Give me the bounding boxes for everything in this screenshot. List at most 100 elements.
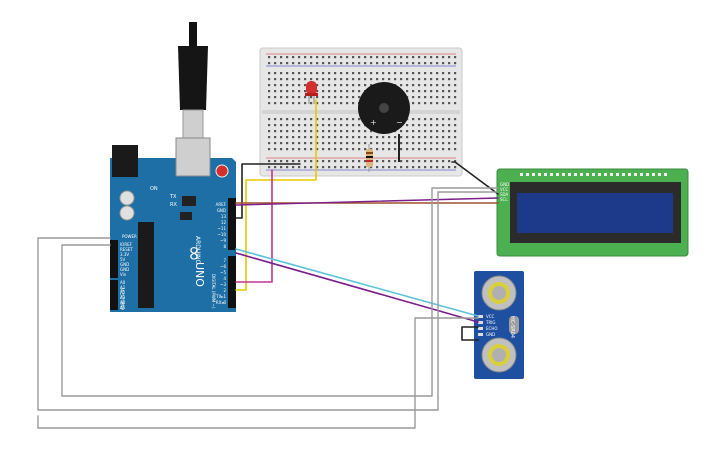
breadboard-hole	[352, 78, 355, 81]
breadboard-hole	[304, 102, 307, 105]
breadboard-hole	[310, 62, 313, 65]
pin-label: GND	[500, 182, 509, 187]
breadboard-hole	[304, 78, 307, 81]
breadboard-hole	[298, 62, 301, 65]
breadboard-hole	[436, 56, 439, 59]
arduino-reset-button[interactable]	[215, 164, 229, 178]
breadboard-hole	[274, 90, 277, 93]
lcd-pin-hole	[520, 173, 523, 176]
breadboard-hole	[412, 62, 415, 65]
breadboard-hole	[292, 72, 295, 75]
breadboard-hole	[280, 102, 283, 105]
breadboard-hole	[406, 124, 409, 127]
breadboard-hole	[268, 148, 271, 151]
arduino-usb-jack	[175, 137, 211, 177]
breadboard-hole	[436, 142, 439, 145]
arduino-rx-label: RX	[170, 202, 177, 208]
breadboard-hole	[280, 84, 283, 87]
breadboard-hole	[310, 96, 313, 99]
pin-label: GND	[486, 332, 495, 337]
breadboard-hole	[376, 136, 379, 139]
breadboard-hole	[304, 136, 307, 139]
breadboard-hole	[418, 62, 421, 65]
breadboard-hole	[364, 166, 367, 169]
breadboard-hole	[340, 118, 343, 121]
resistor[interactable]	[366, 144, 373, 172]
breadboard-hole	[304, 148, 307, 151]
breadboard-hole	[280, 90, 283, 93]
breadboard-hole	[322, 124, 325, 127]
piezo-buzzer[interactable]: + −	[358, 82, 410, 162]
breadboard-hole	[334, 142, 337, 145]
sensor-pin	[478, 333, 483, 336]
lcd-pin-hole	[556, 173, 559, 176]
breadboard-hole	[412, 78, 415, 81]
breadboard-hole	[274, 102, 277, 105]
breadboard-hole	[382, 148, 385, 151]
breadboard-hole	[418, 160, 421, 163]
breadboard-hole	[436, 148, 439, 151]
breadboard-hole	[430, 78, 433, 81]
breadboard-hole	[448, 90, 451, 93]
breadboard-hole	[448, 72, 451, 75]
breadboard-hole	[322, 118, 325, 121]
breadboard-hole	[310, 78, 313, 81]
breadboard-hole	[454, 84, 457, 87]
breadboard-hole	[268, 84, 271, 87]
breadboard-hole	[376, 148, 379, 151]
breadboard-hole	[304, 90, 307, 93]
breadboard-hole	[400, 130, 403, 133]
breadboard-hole	[382, 136, 385, 139]
breadboard-hole	[448, 118, 451, 121]
breadboard-hole	[412, 90, 415, 93]
lcd-pin-hole	[574, 173, 577, 176]
breadboard-hole	[304, 124, 307, 127]
breadboard-hole	[454, 136, 457, 139]
arduino-uno[interactable]: ∞ ARDUINO UNO TX RX ON POWER ANALOG IN D…	[110, 137, 236, 312]
breadboard-hole	[310, 160, 313, 163]
breadboard-hole	[328, 56, 331, 59]
breadboard-hole	[352, 84, 355, 87]
breadboard-hole	[418, 118, 421, 121]
pin-label: Vin	[120, 272, 127, 277]
breadboard-hole	[328, 72, 331, 75]
breadboard-hole	[286, 90, 289, 93]
pin-label: 13	[221, 214, 227, 219]
breadboard-hole	[448, 96, 451, 99]
breadboard-hole	[310, 102, 313, 105]
breadboard-hole	[268, 102, 271, 105]
pin-label: ~3	[220, 282, 226, 287]
breadboard-hole	[274, 124, 277, 127]
breadboard-hole	[340, 62, 343, 65]
breadboard-hole	[334, 118, 337, 121]
breadboard-hole	[304, 166, 307, 169]
breadboard-hole	[310, 56, 313, 59]
power-header	[110, 240, 118, 278]
breadboard-hole	[400, 72, 403, 75]
red-led[interactable]	[305, 81, 318, 104]
breadboard-hole	[340, 142, 343, 145]
breadboard-hole	[268, 78, 271, 81]
breadboard-hole	[406, 148, 409, 151]
breadboard-hole	[448, 160, 451, 163]
breadboard-hole	[358, 84, 361, 87]
breadboard-hole	[406, 142, 409, 145]
lcd-pin-hole	[562, 173, 565, 176]
sensor-pin	[478, 327, 483, 330]
breadboard-hole	[280, 78, 283, 81]
breadboard-hole	[334, 160, 337, 163]
arduino-tx-label: TX	[169, 194, 177, 200]
breadboard-hole	[376, 160, 379, 163]
pin-label: AREF	[216, 202, 227, 207]
breadboard-hole	[292, 102, 295, 105]
breadboard-hole	[418, 78, 421, 81]
breadboard-hole	[388, 62, 391, 65]
breadboard-hole	[286, 56, 289, 59]
breadboard-hole	[448, 78, 451, 81]
breadboard-hole	[292, 160, 295, 163]
breadboard-hole	[328, 78, 331, 81]
breadboard-hole	[334, 130, 337, 133]
